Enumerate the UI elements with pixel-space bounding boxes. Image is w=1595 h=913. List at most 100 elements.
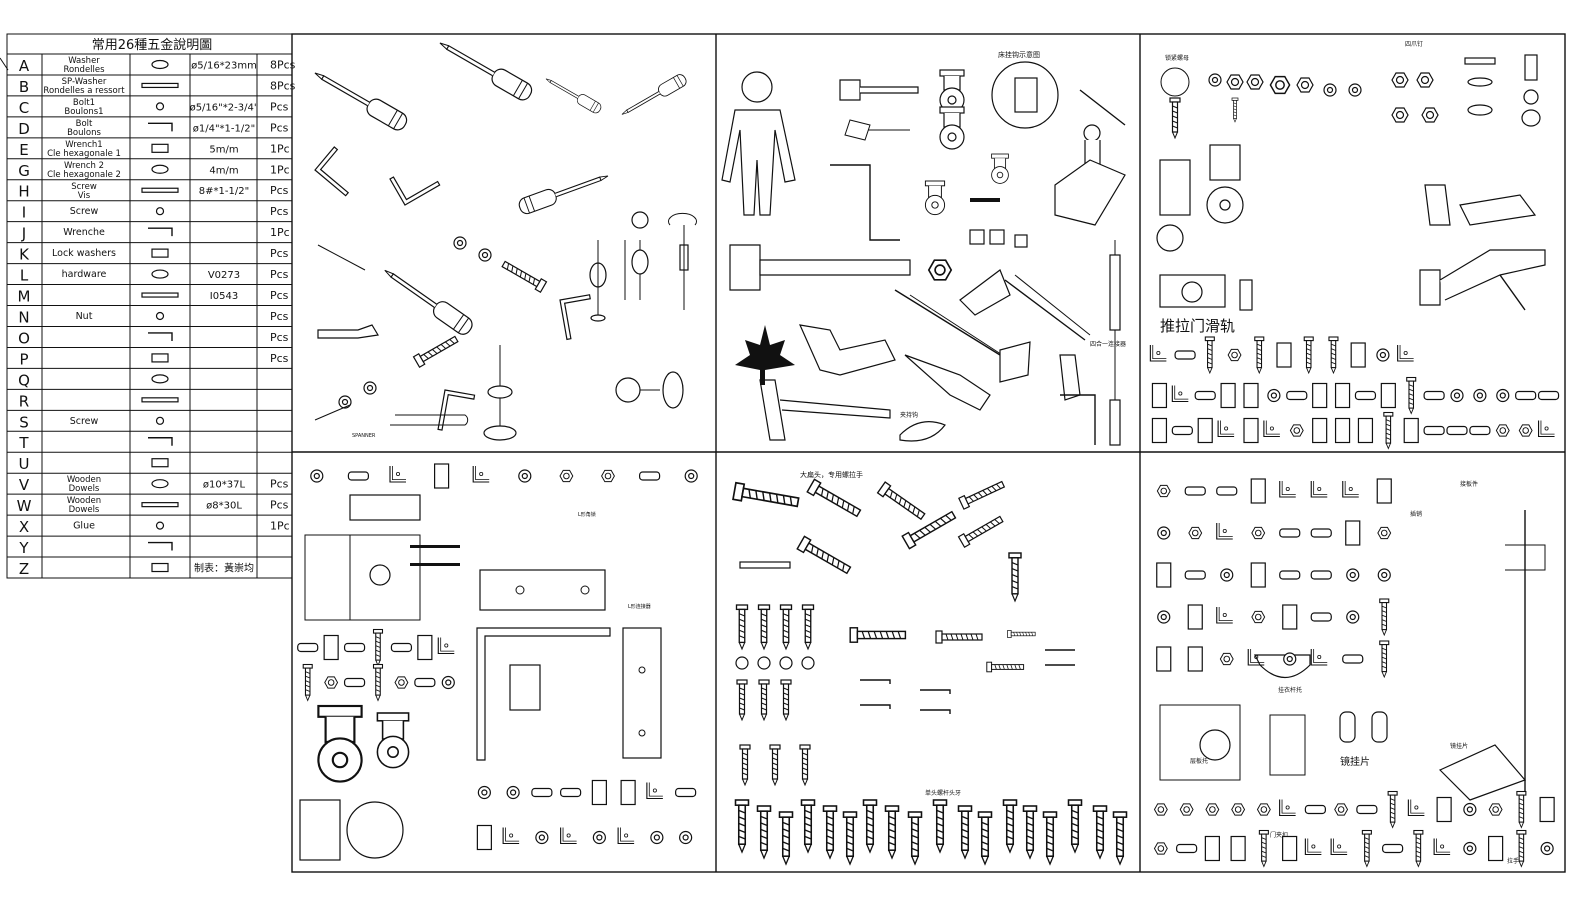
row-name: Nut <box>76 311 93 322</box>
handle-mark-label: 拉手 <box>1507 857 1519 865</box>
screw-icon <box>1067 799 1083 853</box>
panel-screws: 大扁头，专用螺拉手 单头螺杆头牙 <box>732 470 1128 865</box>
screw-icon <box>1303 336 1314 374</box>
row-qty: 8Pcs <box>270 58 296 71</box>
washer-icon <box>1157 526 1171 540</box>
row-qty: Pcs <box>270 205 289 218</box>
maple-leaf-icon <box>735 325 795 385</box>
washer-icon <box>477 785 491 800</box>
row-letter: L <box>20 267 29 285</box>
nut-icon <box>1289 424 1304 437</box>
bracket-icon <box>389 465 407 483</box>
bolt-icon <box>876 481 928 523</box>
hex-key-icon <box>314 146 366 197</box>
l-lock-label: L形角锁 <box>578 511 596 518</box>
hex-key-icon <box>437 389 476 436</box>
bracket-icon <box>1310 480 1328 498</box>
washer-icon <box>1540 841 1554 856</box>
row-letter: Y <box>18 539 29 557</box>
washer-icon <box>1450 388 1464 403</box>
nut-icon <box>394 676 409 689</box>
nut-icon <box>1334 803 1349 816</box>
nut-icon <box>324 676 339 689</box>
wrench-icon <box>317 324 379 339</box>
screw-icon <box>1361 829 1372 868</box>
screwdriver-icon <box>434 34 536 104</box>
hammer-icon <box>729 244 761 291</box>
nut-icon <box>1227 348 1242 362</box>
washer-icon <box>1377 568 1391 582</box>
row-name: SP-Washer <box>62 77 107 87</box>
row-name: Screw <box>70 416 99 427</box>
row-letter: D <box>18 120 30 138</box>
bracket-icon <box>472 465 490 483</box>
screw-icon <box>1387 790 1398 829</box>
screw-icon <box>842 811 858 865</box>
row-spec: 4m/m <box>209 165 238 176</box>
bracket-icon <box>1310 648 1328 666</box>
screw-icon <box>977 811 993 865</box>
screw-icon <box>884 805 900 859</box>
person-silhouette-icon <box>721 71 796 216</box>
panel-grid <box>291 33 1566 873</box>
bolt-icon <box>958 478 1007 510</box>
nut-icon <box>1251 610 1266 624</box>
row-letter: H <box>18 183 29 201</box>
bracket-icon <box>617 826 635 845</box>
washer-icon <box>535 830 549 845</box>
screw-icon <box>1383 411 1394 450</box>
row-name: Boulons <box>67 128 101 138</box>
nut-icon <box>1488 803 1503 816</box>
washer-icon <box>1157 610 1171 624</box>
caster-icon <box>939 69 965 113</box>
panel-brackets: 接板件 插销 挂衣杆托 镜挂片 镜挂片 门夹扣 拉手 层板托 <box>1153 478 1555 868</box>
hanger-label: 挂衣杆托 <box>1278 686 1302 694</box>
bed-hang-label: 床挂钩示意图 <box>998 50 1040 59</box>
row-spec: ø1/4"*1-1/2" <box>193 123 255 134</box>
screwdriver-icon <box>309 64 411 134</box>
washer-icon <box>1463 841 1477 856</box>
caster-icon <box>317 704 363 783</box>
row-letter: G <box>18 162 30 180</box>
row-qty: Pcs <box>270 499 289 512</box>
row-name: Cle hexagonale 1 <box>47 149 121 159</box>
panel-tools: SPANNER <box>309 34 697 441</box>
row-qty: 1Pc <box>270 520 290 533</box>
screw-icon <box>957 805 973 859</box>
caster-icon <box>939 106 965 150</box>
row-letter: A <box>19 57 30 75</box>
row-name: Boulons1 <box>64 107 103 117</box>
caster-icon <box>924 180 946 216</box>
screw-icon <box>778 811 794 865</box>
screw-icon <box>372 628 384 667</box>
washer-icon <box>1220 568 1234 582</box>
screw-icon <box>734 799 750 853</box>
washer-icon <box>310 469 324 483</box>
row-letter: E <box>19 141 28 159</box>
row-letter: W <box>17 497 32 515</box>
washer-icon <box>592 830 606 845</box>
row-qty: Pcs <box>270 247 289 260</box>
row-qty: 1Pc <box>270 163 290 176</box>
door-hinge-label: 门夹扣 <box>1270 831 1288 839</box>
screw-icon <box>907 811 923 865</box>
washer-icon <box>441 675 455 690</box>
screw-icon <box>1406 376 1417 415</box>
row-spec: ø5/16*23mm <box>191 60 257 71</box>
table-title: 常用26種五金說明圖 <box>92 37 213 53</box>
bolt-icon <box>412 333 460 368</box>
row-letter: M <box>18 288 31 306</box>
screw-icon <box>822 805 838 859</box>
row-spec: V0273 <box>208 270 240 281</box>
nut-icon <box>601 469 615 483</box>
bracket-icon <box>1279 798 1297 817</box>
screw-icon <box>1112 811 1128 865</box>
bracket-icon <box>1342 480 1360 498</box>
washer-icon <box>1267 388 1281 403</box>
four-in-one-label: 四合一连接器 <box>1090 340 1126 348</box>
row-letter: P <box>19 350 28 368</box>
screw-icon <box>800 799 816 853</box>
row-spec: 5m/m <box>209 144 238 155</box>
